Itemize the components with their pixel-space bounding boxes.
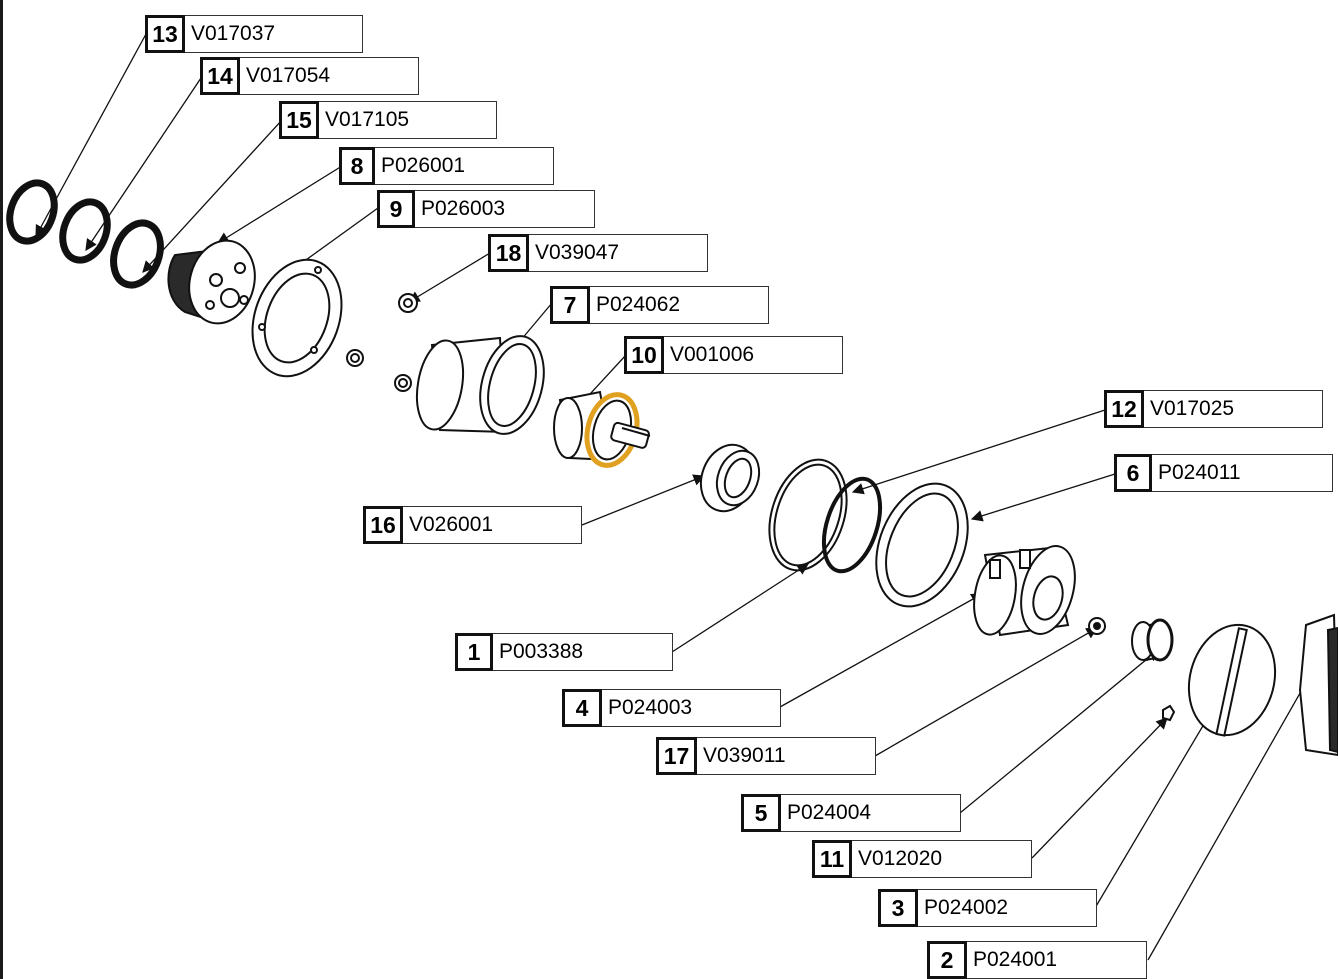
part-number: 13 [145,15,185,53]
part-number: 3 [878,889,918,927]
part-number: 9 [377,190,415,228]
part-label-5: 5 P024004 [741,794,961,832]
part-code: P024001 [967,941,1147,979]
part-label-13: 13 V017037 [145,15,363,53]
part-9-plate [251,258,343,378]
part-number: 2 [927,941,967,979]
left-frame-border [0,0,3,979]
leader-15 [142,119,283,273]
part-4-body [973,545,1076,637]
part-number: 12 [1104,390,1144,428]
leader-5 [959,649,1159,814]
leader-11 [1031,717,1168,859]
part-label-18: 18 V039047 [488,234,708,272]
part-code: V017037 [185,15,363,53]
part-number: 10 [624,336,664,374]
part-number: 14 [200,57,240,95]
part-label-6: 6 P024011 [1114,454,1333,492]
part-14-oring [59,198,111,264]
part-10-cartridge [553,390,651,468]
leader-4 [779,593,984,708]
part-code: P003388 [493,633,673,671]
part-8-diverter [167,239,256,325]
part-label-12: 12 V017025 [1104,390,1323,428]
leader-lines [35,33,1337,961]
part-label-1: 1 P003388 [455,633,673,671]
part-label-4: 4 P024003 [562,689,781,727]
part-number: 18 [488,234,529,272]
part-code: V026001 [403,506,582,544]
part-label-7: 7 P024062 [550,286,769,324]
part-number: 5 [741,794,781,832]
part-code: P024011 [1152,454,1333,492]
part-code: V017025 [1144,390,1323,428]
part-11-grub-screw [1162,704,1176,722]
part-number: 6 [1114,454,1152,492]
part-code: P024062 [590,286,769,324]
part-label-14: 14 V017054 [200,57,419,95]
part-code: V017105 [319,101,497,139]
part-code: P024002 [918,889,1097,927]
part-code: P024003 [602,689,781,727]
part-2-lever [1298,613,1338,757]
leader-12 [851,409,1106,495]
part-number: 11 [812,840,852,878]
part-number: 16 [363,506,403,544]
part-code: V039047 [529,234,708,272]
part-code: V001006 [664,336,843,374]
part-12-oring [821,476,883,574]
part-13-oring [6,179,58,245]
leader-1 [671,563,809,653]
part-label-3: 3 P024002 [878,889,1097,927]
part-number: 4 [562,689,602,727]
leader-18 [407,252,491,303]
part-label-15: 15 V017105 [279,101,497,139]
part-code: V017054 [240,57,419,95]
leader-17 [874,627,1099,757]
part-6-plate [875,482,969,608]
part-number: 8 [339,147,375,185]
leader-8 [217,165,343,244]
part-label-10: 10 V001006 [624,336,843,374]
part-3-knob [1187,623,1277,737]
part-label-11: 11 V012020 [812,840,1032,878]
part-label-2: 2 P024001 [927,941,1147,979]
part-code: P026003 [415,190,595,228]
part-label-8: 8 P026001 [339,147,554,185]
part-label-9: 9 P026003 [377,190,595,228]
part-label-16: 16 V026001 [363,506,582,544]
part-number: 1 [455,633,493,671]
leader-16 [581,474,706,526]
part-15-oring [110,219,164,289]
part-code: V012020 [852,840,1032,878]
part-16-nut [699,443,761,513]
part-18-screws [346,293,418,392]
part-1-ring [768,458,848,572]
part-code: P026001 [375,147,554,185]
part-5-bush [1131,618,1174,662]
part-code: V039011 [697,737,876,775]
part-number: 15 [279,101,319,139]
part-label-17: 17 V039011 [656,737,876,775]
part-number: 7 [550,286,590,324]
part-17-screw [1088,617,1106,635]
part-7-sleeve [415,335,545,435]
leader-6 [970,473,1116,522]
part-code: P024004 [781,794,961,832]
part-number: 17 [656,737,697,775]
